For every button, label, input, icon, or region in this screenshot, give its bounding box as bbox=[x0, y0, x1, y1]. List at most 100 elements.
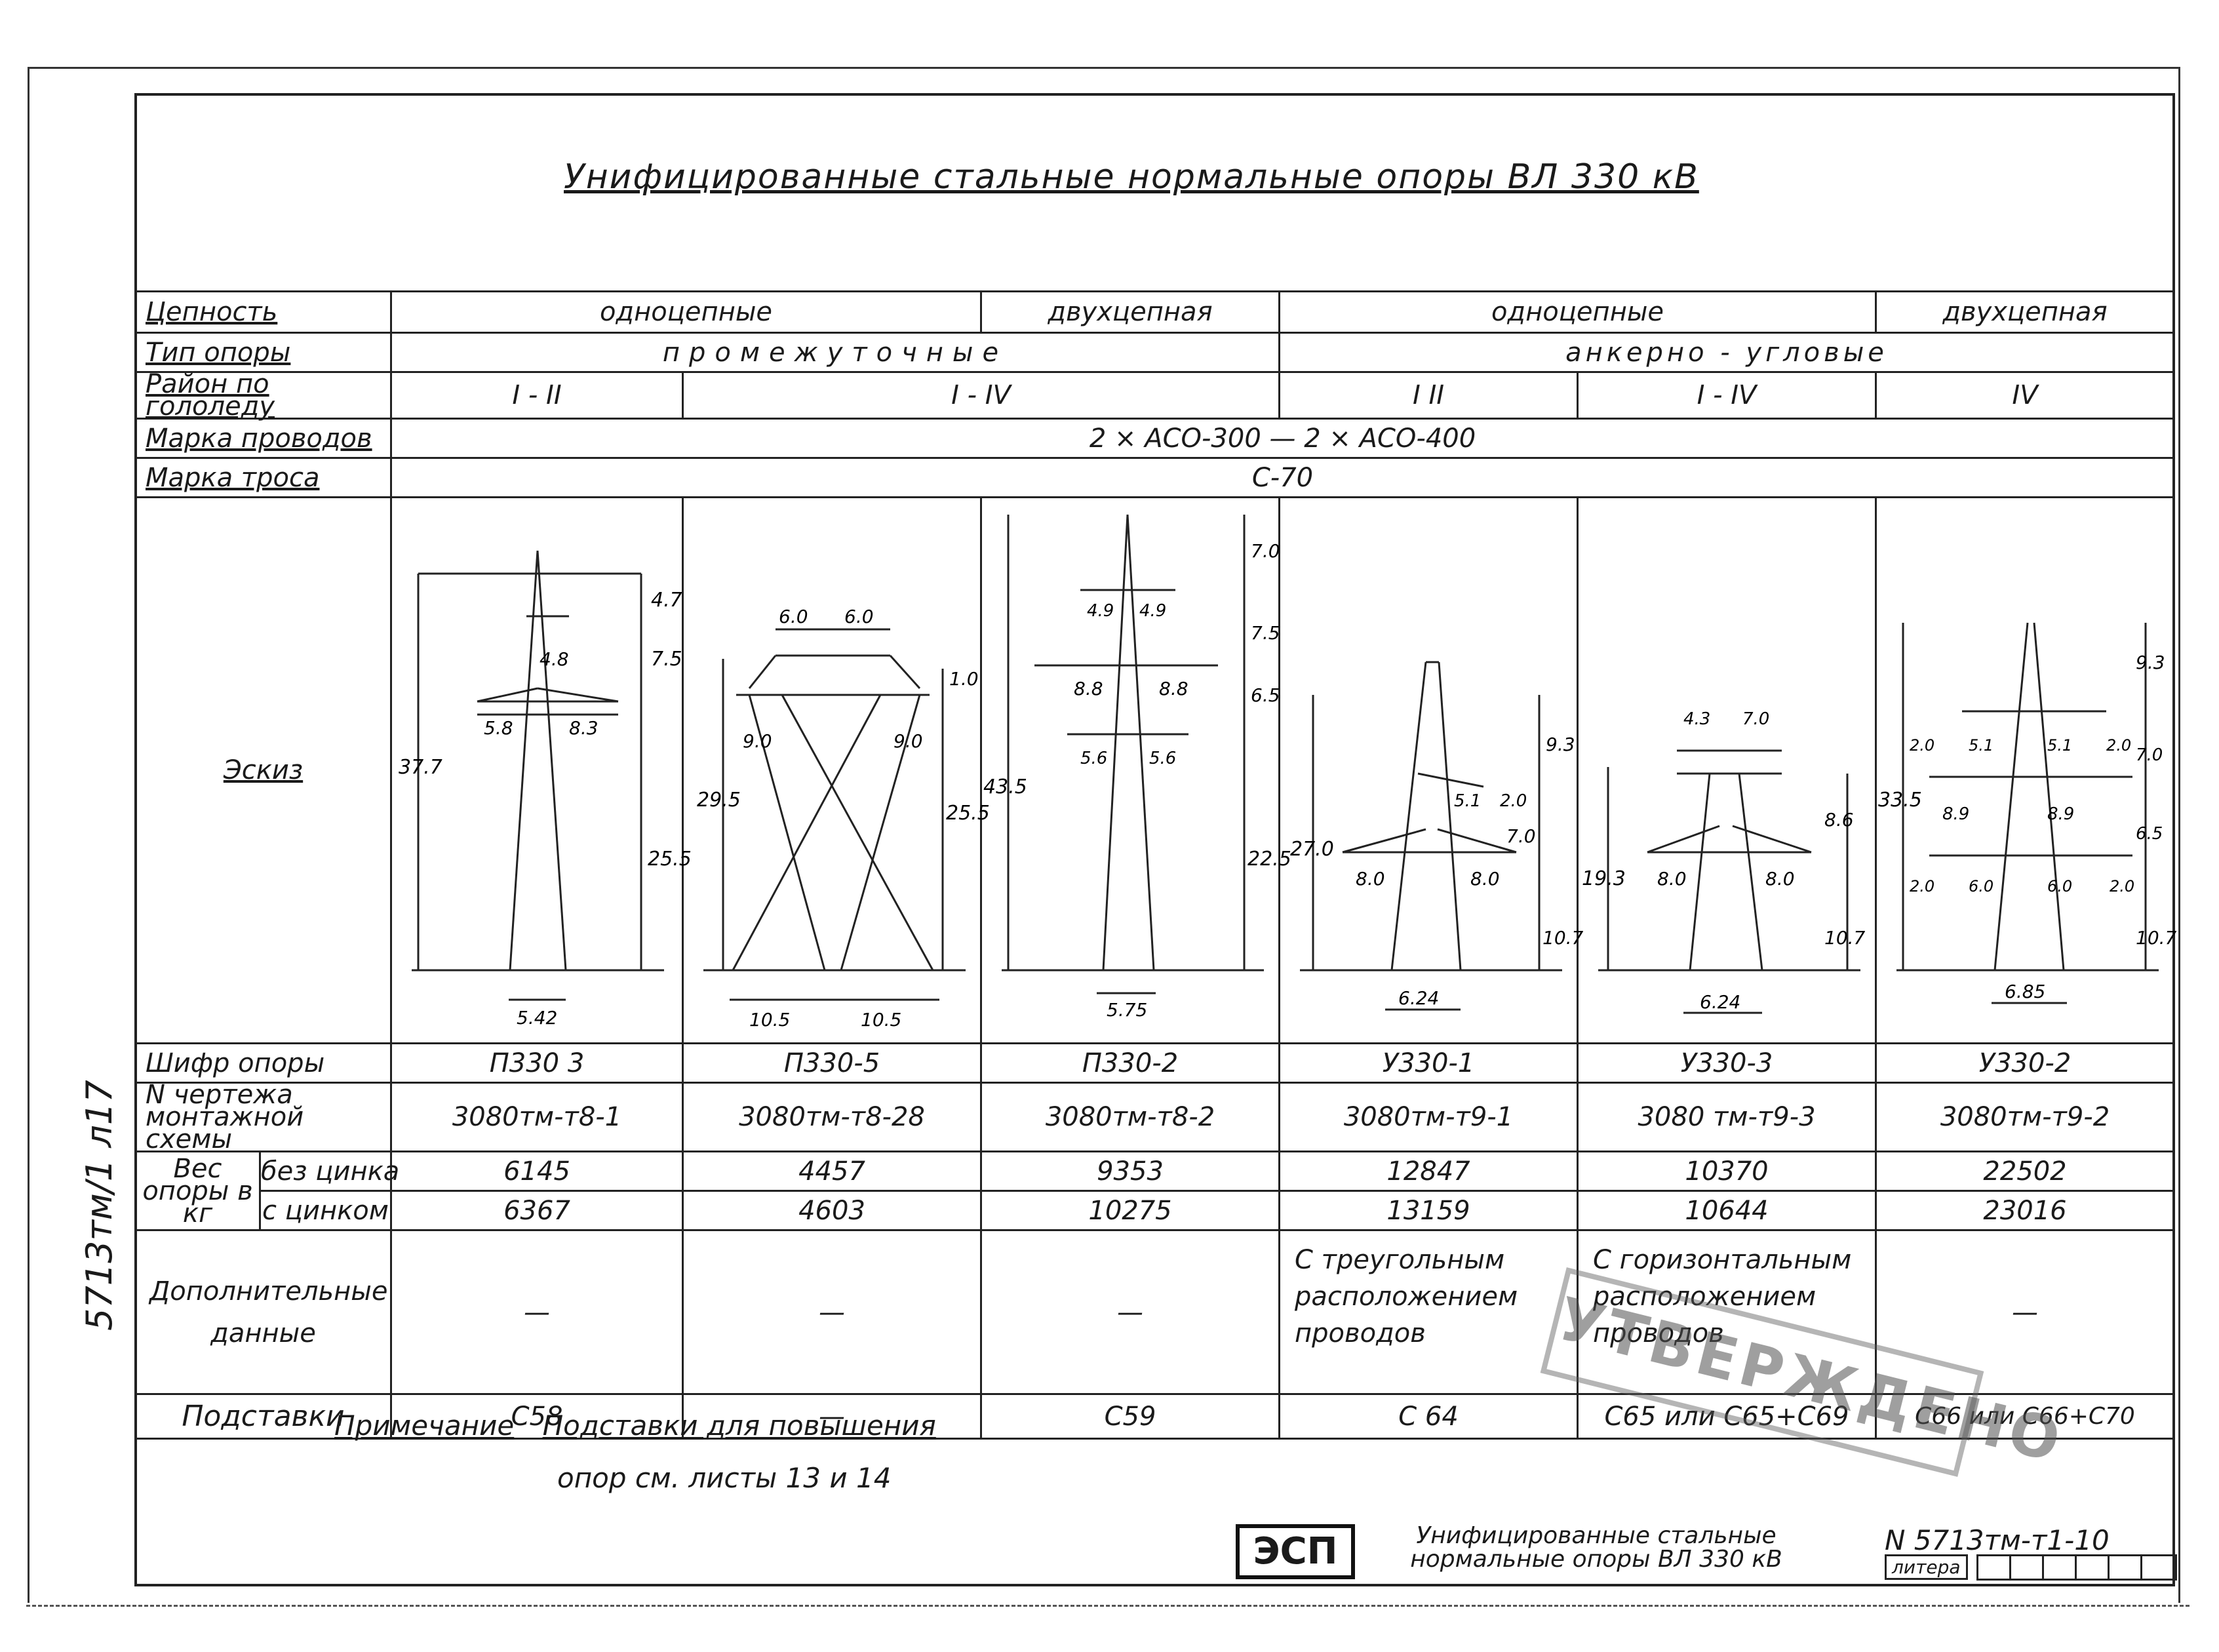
chain-single-1: одноцепные bbox=[390, 290, 982, 334]
title-block: ЭСП Унифицированные стальные нормальные … bbox=[1236, 1524, 2177, 1581]
drawing-3: 3080тм-т8-2 bbox=[980, 1082, 1280, 1152]
sheet-number: N 5713тм-т1-10 bbox=[1885, 1524, 2110, 1556]
dim-label: 4.3 bbox=[1683, 709, 1710, 729]
drawing-6: 3080тм-т9-2 bbox=[1875, 1082, 2175, 1152]
dim-label: 8.0 bbox=[1765, 868, 1795, 890]
drawing-1: 3080тм-т8-1 bbox=[390, 1082, 684, 1152]
type-anchor: анкерно - угловые bbox=[1278, 332, 2175, 373]
dim-label: 4.7 bbox=[651, 589, 682, 612]
tower-2-drawing: 6.0 6.0 1.0 9.0 9.0 29.5 25.5 10.5 10.5 bbox=[697, 606, 990, 1031]
with-zinc-1: 6367 bbox=[390, 1190, 684, 1231]
dim-label: 6.0 bbox=[1969, 877, 1993, 895]
dim-label: 6.0 bbox=[844, 606, 874, 627]
label-sketch: Эскиз bbox=[134, 496, 392, 1044]
tower-6-drawing: 9.3 2.0 5.1 5.1 2.0 7.0 33.5 8.9 8.9 6.5… bbox=[1878, 622, 2177, 1004]
region-3: I II bbox=[1278, 371, 1579, 420]
dim-label: 6.24 bbox=[1700, 991, 1740, 1013]
dim-label: 6.0 bbox=[779, 606, 808, 627]
dim-label: 7.5 bbox=[1251, 622, 1280, 644]
dim-label: 5.1 bbox=[1454, 791, 1481, 811]
dim-label: 4.9 bbox=[1087, 601, 1114, 621]
row-stands: Подставки С58 — С59 С 64 С65 или С65+С69… bbox=[134, 1393, 2175, 1440]
dim-label: 10.7 bbox=[2136, 927, 2177, 949]
towers-table: Цепность одноцепные двухцепная одноцепны… bbox=[134, 290, 2177, 1440]
no-zinc-4: 12847 bbox=[1278, 1150, 1579, 1192]
row-weight-zinc: с цинком 6367 4603 10275 13159 10644 230… bbox=[136, 1190, 2175, 1231]
region-5: IV bbox=[1875, 371, 2175, 420]
label-type: Тип опоры bbox=[134, 332, 392, 373]
dim-label: 8.0 bbox=[1356, 868, 1385, 890]
dim-label: 5.1 bbox=[1969, 736, 1993, 755]
cut-line bbox=[26, 1605, 2190, 1607]
note-line1: Подставки для повышения bbox=[542, 1409, 936, 1442]
row-extra: Дополнительные данные — — — С треугольны… bbox=[134, 1229, 2175, 1395]
dim-label: 10.7 bbox=[1824, 927, 1866, 949]
dim-label: 6.5 bbox=[2136, 824, 2163, 844]
row-code: Шифр опоры П330 3 П330-5 П330-2 У330-1 У… bbox=[134, 1042, 2175, 1084]
chain-double-2: двухцепная bbox=[1875, 290, 2175, 334]
with-zinc-5: 10644 bbox=[1577, 1190, 1877, 1231]
dim-label: 6.0 bbox=[2047, 877, 2072, 895]
stand-3: С59 bbox=[980, 1393, 1280, 1440]
dim-label: 9.0 bbox=[743, 730, 772, 752]
dim-label: 2.0 bbox=[1910, 736, 1934, 755]
stand-2: — bbox=[682, 1393, 982, 1440]
dim-label: 5.75 bbox=[1107, 999, 1147, 1021]
dim-label: 9.3 bbox=[2136, 652, 2165, 673]
chain-double-1: двухцепная bbox=[980, 290, 1280, 334]
chain-single-2: одноцепные bbox=[1278, 290, 1877, 334]
label-drawing: N чертежа монтажной схемы bbox=[134, 1082, 392, 1152]
tower-5-drawing: 4.3 7.0 8.6 19.3 8.0 8.0 10.7 6.24 bbox=[1582, 709, 1866, 1014]
extra-3: — bbox=[980, 1229, 1280, 1395]
sketch-tower-2: 6.0 6.0 1.0 9.0 9.0 29.5 25.5 10.5 10.5 bbox=[682, 496, 990, 1044]
extra-4: С треугольным расположением проводов bbox=[1278, 1229, 1579, 1395]
stand-6: С66 или С66+С70 bbox=[1875, 1393, 2175, 1440]
dim-label: 37.7 bbox=[399, 756, 442, 779]
code-5: У330-3 bbox=[1577, 1042, 1877, 1084]
sketch-tower-3: 7.0 4.9 4.9 7.5 8.8 8.8 6.5 5.6 5.6 43.5… bbox=[980, 496, 1291, 1044]
dim-label: 8.0 bbox=[1470, 868, 1500, 890]
drawing-2: 3080тм-т8-28 bbox=[682, 1082, 982, 1152]
sketch-label: Эскиз bbox=[223, 755, 304, 785]
label-region: Район по гололеду bbox=[134, 371, 392, 420]
dim-label: 7.5 bbox=[651, 648, 682, 671]
row-wire: Марка проводов 2 × АСО-300 — 2 × АСО-400 bbox=[134, 418, 2175, 459]
with-zinc-2: 4603 bbox=[682, 1190, 982, 1231]
dim-label: 7.0 bbox=[1251, 540, 1280, 562]
dim-label: 8.6 bbox=[1824, 809, 1854, 831]
label-code: Шифр опоры bbox=[134, 1042, 392, 1084]
dim-label: 4.9 bbox=[1139, 601, 1166, 621]
dim-label: 8.3 bbox=[569, 717, 599, 739]
sketch-tower-5: 4.3 7.0 8.6 19.3 8.0 8.0 10.7 6.24 bbox=[1577, 496, 1877, 1044]
dim-label: 2.0 bbox=[2110, 877, 2134, 895]
code-1: П330 3 bbox=[390, 1042, 684, 1084]
dim-label: 1.0 bbox=[949, 668, 979, 690]
extra-5: С горизонтальным расположением проводов bbox=[1577, 1229, 1877, 1395]
dim-label: 43.5 bbox=[983, 776, 1027, 798]
dim-label: 27.0 bbox=[1290, 838, 1334, 861]
stand-5: С65 или С65+С69 bbox=[1577, 1393, 1877, 1440]
label-chain: Цепность bbox=[134, 290, 392, 334]
region-1: I - II bbox=[390, 371, 684, 420]
dim-label: 6.24 bbox=[1398, 987, 1439, 1009]
row-sketch: Эскиз 4.7 7.5 4.8 5.8 bbox=[134, 496, 2177, 1044]
label-stands: Подставки bbox=[134, 1393, 392, 1440]
stand-1: С58 bbox=[390, 1393, 684, 1440]
wire-value: 2 × АСО-300 — 2 × АСО-400 bbox=[390, 418, 2175, 459]
dim-label: 2.0 bbox=[2106, 736, 2131, 755]
row-type: Тип опоры промежуточные анкерно - угловы… bbox=[134, 332, 2175, 373]
dim-label: 7.0 bbox=[1742, 709, 1769, 729]
tower-3-drawing: 7.0 4.9 4.9 7.5 8.8 8.8 6.5 5.6 5.6 43.5… bbox=[983, 514, 1291, 1021]
dim-label: 9.0 bbox=[893, 730, 923, 752]
dim-label: 5.1 bbox=[2047, 736, 2072, 755]
no-zinc-3: 9353 bbox=[980, 1150, 1280, 1192]
dim-label: 6.5 bbox=[1251, 684, 1280, 706]
row-cable: Марка троса С-70 bbox=[134, 457, 2175, 498]
code-4: У330-1 bbox=[1278, 1042, 1579, 1084]
code-2: П330-5 bbox=[682, 1042, 982, 1084]
note-line2: опор см. листы 13 и 14 bbox=[557, 1462, 892, 1494]
dim-label: 5.6 bbox=[1149, 749, 1176, 768]
row-weight-no-zinc: Вес опоры в кг без цинка 6145 4457 9353 … bbox=[134, 1150, 2175, 1231]
litera-boxes bbox=[1976, 1554, 2177, 1581]
no-zinc-5: 10370 bbox=[1577, 1150, 1877, 1192]
